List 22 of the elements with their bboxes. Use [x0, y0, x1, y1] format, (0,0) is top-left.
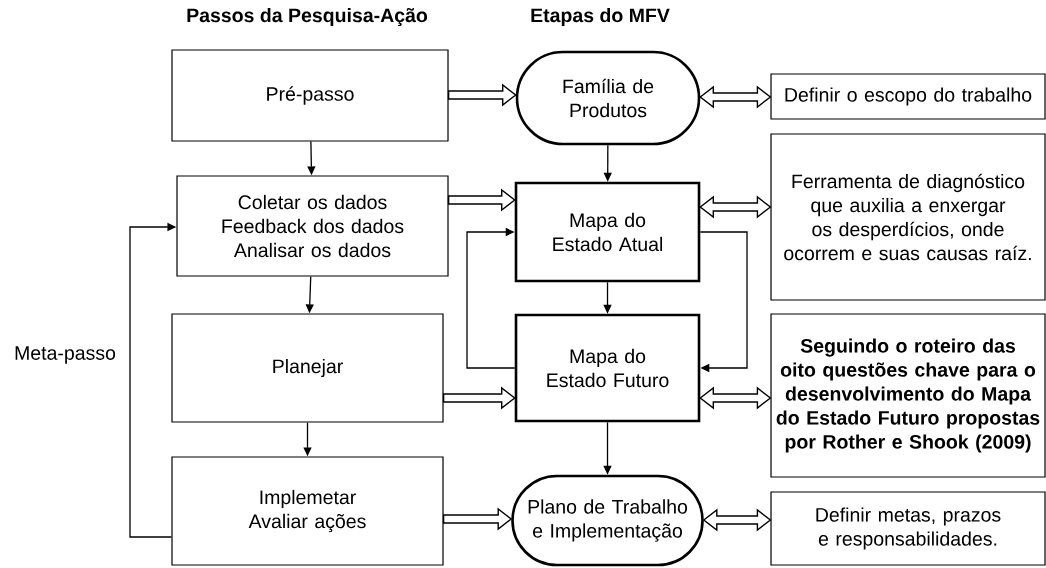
description-box: Seguindo o roteiro das oito questões chave para o desenvolvimento do Mapa do Estado Futuro propostas por Rother e Shook (2009)	[770, 313, 1046, 478]
column-heading: Etapas do MFV	[531, 7, 670, 27]
process-box: Mapa do Estado Futuro	[514, 313, 701, 423]
process-box: Mapa do Estado Atual	[514, 181, 701, 283]
process-box: Coletar os dados Feedback dos dados Analisar os dados	[176, 175, 449, 277]
arrow	[447, 83, 517, 107]
arrow	[442, 386, 516, 410]
description-box: Definir metas, prazos e responsabilidades.	[770, 491, 1046, 566]
process-box: Planejar	[171, 313, 444, 423]
side-label: Meta-passo	[15, 346, 116, 364]
process-box: Implemetar Avaliar ações	[171, 456, 444, 566]
column-heading: Passos da Pesquisa-Ação	[187, 7, 428, 27]
process-box: Pré-passo	[171, 49, 449, 142]
arrow	[466, 227, 516, 369]
arrow	[699, 195, 772, 219]
arrow	[699, 85, 772, 109]
arrow	[442, 507, 513, 531]
arrow	[699, 231, 748, 373]
arrow	[699, 386, 772, 410]
description-box: Definir o escopo do trabalho	[770, 73, 1046, 120]
arrow	[447, 188, 516, 212]
description-box: Ferramenta de diagnóstico que auxilia a enxergar os desperdícios, onde ocorrem e suas causas raíz.	[770, 133, 1046, 301]
